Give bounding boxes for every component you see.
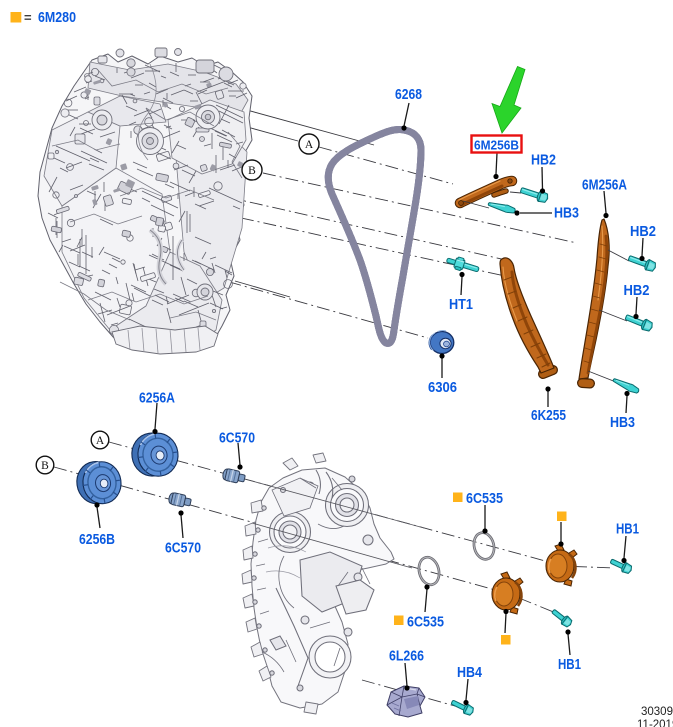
- svg-text:HB1: HB1: [616, 522, 639, 538]
- svg-text:A: A: [96, 435, 105, 447]
- svg-text:HB3: HB3: [610, 415, 635, 431]
- svg-text:HB3: HB3: [554, 206, 579, 222]
- svg-text:6256B: 6256B: [79, 532, 115, 548]
- svg-text:=: =: [24, 10, 32, 25]
- svg-text:HB4: HB4: [457, 665, 482, 681]
- svg-text:HT1: HT1: [449, 297, 473, 313]
- svg-text:6M280: 6M280: [38, 10, 76, 26]
- svg-text:HB1: HB1: [558, 657, 581, 673]
- svg-text:6256A: 6256A: [139, 391, 175, 407]
- svg-text:6C535: 6C535: [466, 491, 503, 507]
- svg-text:6C570: 6C570: [165, 541, 201, 557]
- svg-text:HB2: HB2: [531, 153, 556, 169]
- svg-text:6268: 6268: [395, 87, 422, 103]
- svg-text:B: B: [41, 460, 49, 472]
- svg-text:B: B: [248, 165, 256, 177]
- svg-text:303090: 303090: [641, 706, 673, 718]
- svg-text:HB2: HB2: [630, 224, 656, 240]
- svg-text:6M256B: 6M256B: [474, 138, 519, 153]
- svg-text:11-2019: 11-2019: [637, 719, 673, 727]
- svg-text:6K255: 6K255: [531, 408, 566, 424]
- svg-text:6L266: 6L266: [389, 649, 424, 665]
- svg-text:HB2: HB2: [624, 283, 650, 299]
- svg-text:6C535: 6C535: [407, 615, 444, 631]
- svg-text:A: A: [305, 139, 314, 151]
- svg-text:6306: 6306: [428, 380, 457, 396]
- svg-text:6C570: 6C570: [219, 431, 255, 447]
- svg-text:6M256A: 6M256A: [582, 178, 627, 194]
